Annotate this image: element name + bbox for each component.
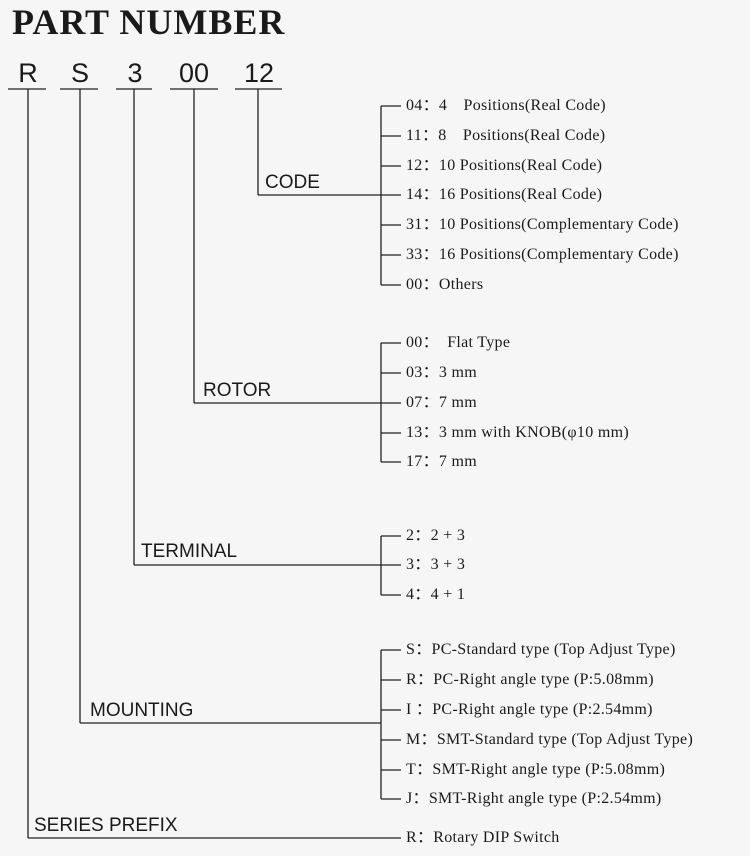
mounting-option: J：SMT-Right angle type (P:2.54mm): [406, 790, 662, 807]
code-option: 00：Others: [406, 276, 484, 293]
segment-mounting: S: [70, 58, 89, 88]
terminal-option: 3：3 + 3: [406, 556, 466, 573]
rotor-option: 00： Flat Type: [406, 334, 511, 351]
label-code: CODE: [265, 172, 320, 193]
label-series-prefix: SERIES PREFIX: [34, 815, 178, 836]
segment-rotor: 00: [178, 58, 210, 88]
rotor-option: 17：7 mm: [406, 453, 477, 470]
label-terminal: TERMINAL: [141, 541, 238, 562]
code-option: 04：4 Positions(Real Code): [406, 97, 606, 114]
label-mounting: MOUNTING: [90, 700, 194, 721]
rotor-option: 07：7 mm: [406, 394, 477, 411]
mounting-option: M：SMT-Standard type (Top Adjust Type): [406, 731, 694, 748]
code-option: 14：16 Positions(Real Code): [406, 186, 603, 203]
segment-series-prefix: R: [18, 58, 38, 88]
mounting-option: T：SMT-Right angle type (P:5.08mm): [406, 761, 666, 778]
mounting-option: S：PC-Standard type (Top Adjust Type): [406, 641, 676, 658]
label-rotor: ROTOR: [203, 380, 272, 401]
mounting-option: I ：PC-Right angle type (P:2.54mm): [406, 701, 653, 718]
code-option: 11：8 Positions(Real Code): [406, 127, 606, 144]
segment-code: 12: [243, 58, 275, 88]
rotor-option: 13：3 mm with KNOB(φ10 mm): [406, 424, 629, 441]
terminal-option: 4：4 + 1: [406, 586, 466, 603]
series-prefix-option: R：Rotary DIP Switch: [406, 829, 560, 846]
terminal-option: 2：2 + 3: [406, 527, 466, 544]
segment-terminal: 3: [127, 58, 143, 88]
rotor-option: 03：3 mm: [406, 364, 477, 381]
page-title: PART NUMBER: [12, 2, 286, 42]
mounting-option: R：PC-Right angle type (P:5.08mm): [406, 671, 654, 688]
code-option: 33：16 Positions(Complementary Code): [406, 246, 679, 263]
code-option: 31：10 Positions(Complementary Code): [406, 216, 679, 233]
code-option: 12：10 Positions(Real Code): [406, 157, 603, 174]
